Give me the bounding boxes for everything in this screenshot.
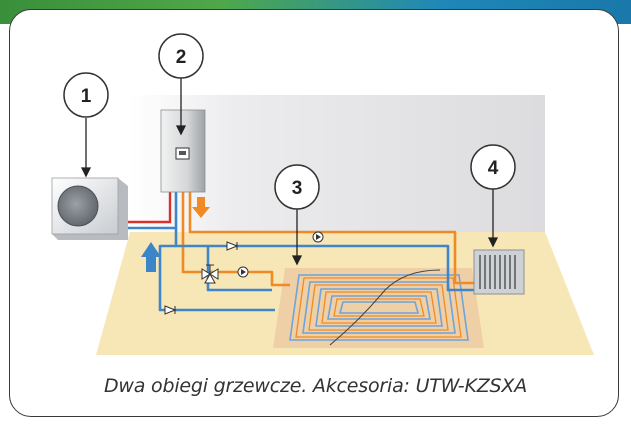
- check-valve-icon-upper: [226, 241, 239, 251]
- flow-arrow-orange-icon: [192, 197, 210, 218]
- underfloor-heating-panel: [273, 268, 484, 348]
- check-valve-icon-lower: [164, 305, 177, 315]
- supply-pipes: [181, 190, 475, 287]
- pump-icon-upper: [312, 231, 324, 243]
- pump-icon-lower: [237, 266, 249, 278]
- radiator-icon: [473, 249, 525, 295]
- svg-text:3: 3: [292, 178, 303, 199]
- indoor-module-icon: [160, 109, 206, 193]
- callout-1: 1: [63, 72, 109, 118]
- room-wall: [130, 95, 545, 232]
- three-way-valve-icon: [201, 264, 219, 284]
- flow-arrow-blue-icon: [141, 242, 161, 272]
- callout-leaders: [80, 78, 499, 266]
- callout-3: 3: [274, 164, 320, 210]
- outdoor-connection-pipes: [128, 190, 176, 230]
- diagram-caption: Dwa obiegi grzewcze. Akcesoria: UTW-KZSX…: [103, 375, 527, 397]
- outdoor-unit-icon: [51, 177, 128, 240]
- callout-2: 2: [158, 33, 204, 79]
- svg-text:1: 1: [81, 86, 92, 107]
- svg-text:4: 4: [488, 158, 499, 179]
- svg-text:2: 2: [176, 47, 187, 68]
- callout-4: 4: [470, 144, 516, 190]
